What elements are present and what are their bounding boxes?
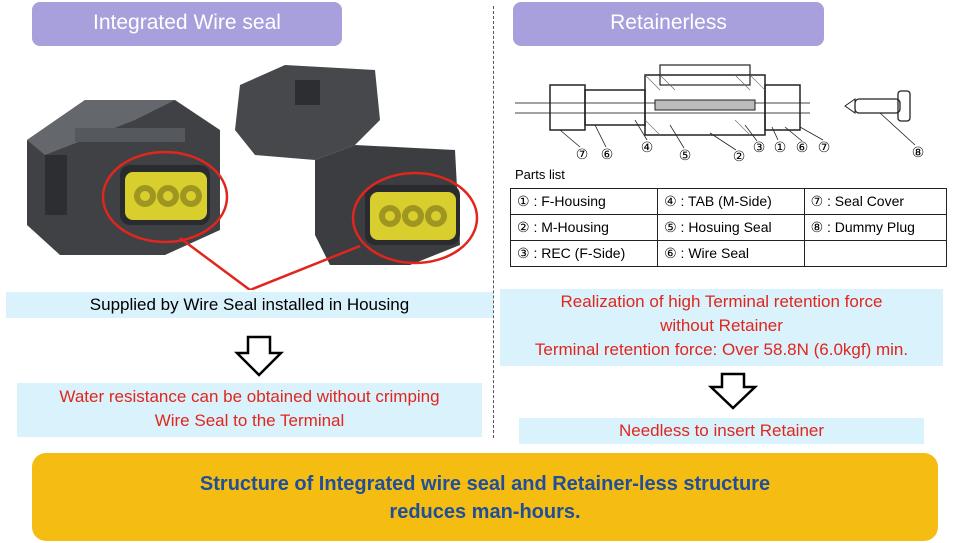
retainerless-title: Retainerless: [513, 2, 824, 46]
diagram-label-4: ④: [641, 140, 654, 156]
table-row: ① : F-Housing ④ : TAB (M-Side) ⑦ : Seal …: [509, 188, 948, 215]
summary-line-2: reduces man-hours.: [389, 501, 581, 523]
summary-line-1: Structure of Integrated wire seal and Re…: [199, 473, 771, 495]
part-8: ⑧ : Dummy Plug: [803, 214, 948, 241]
empty-cell: [803, 240, 948, 267]
needless-retainer-band: Needless to insert Retainer: [519, 418, 924, 444]
connector-illustration: [27, 65, 479, 290]
diagram-label-6-left: ⑥: [601, 147, 614, 163]
integrated-wire-seal-title: Integrated Wire seal: [32, 2, 342, 46]
diagram-label-2: ②: [733, 149, 746, 165]
diagram-label-7-left: ⑦: [576, 147, 589, 163]
diagram-label-5: ⑤: [679, 148, 692, 164]
water-resistance-line-1: Water resistance can be obtained without…: [59, 387, 440, 406]
part-6: ⑥ : Wire Seal: [657, 240, 805, 267]
part-3: ③ : REC (F-Side): [509, 240, 659, 267]
diagram-label-7-right: ⑦: [818, 140, 831, 156]
water-resistance-line-2: Wire Seal to the Terminal: [154, 411, 345, 430]
diagram-label-3: ③: [753, 140, 766, 156]
realization-line-2: without Retainer: [660, 316, 783, 335]
down-arrow-icon: [708, 372, 758, 410]
table-row: ② : M-Housing ⑤ : Hosuing Seal ⑧ : Dummy…: [509, 214, 948, 241]
part-5: ⑤ : Hosuing Seal: [657, 214, 805, 241]
part-7: ⑦ : Seal Cover: [803, 188, 948, 215]
part-4: ④ : TAB (M-Side): [657, 188, 805, 215]
table-row: ③ : REC (F-Side) ⑥ : Wire Seal: [509, 240, 948, 267]
cross-section-diagram: ⑦ ⑥ ④ ⑤ ② ③ ① ⑥ ⑦ ⑧: [515, 64, 925, 165]
female-connector-image: [27, 100, 220, 255]
realization-line-3: Terminal retention force: Over 58.8N (6.…: [534, 340, 909, 359]
parts-list-table: ① : F-Housing ④ : TAB (M-Side) ⑦ : Seal …: [509, 188, 948, 267]
down-arrow-icon: [234, 335, 284, 377]
realization-line-1: Realization of high Terminal retention f…: [560, 292, 883, 311]
diagram-label-1: ①: [774, 140, 787, 156]
supplied-by-wire-seal-band: Supplied by Wire Seal installed in Housi…: [6, 292, 493, 318]
male-connector-image: [235, 65, 460, 265]
parts-list-title: Parts list: [515, 167, 565, 182]
summary-box: Structure of Integrated wire seal and Re…: [32, 453, 938, 541]
diagram-label-6-right: ⑥: [796, 140, 809, 156]
realization-band: Realization of high Terminal retention f…: [500, 289, 943, 366]
section-divider: [493, 6, 494, 438]
part-2: ② : M-Housing: [509, 214, 659, 241]
diagram-label-8: ⑧: [912, 145, 925, 161]
part-1: ① : F-Housing: [509, 188, 659, 215]
water-resistance-band: Water resistance can be obtained without…: [17, 383, 482, 437]
